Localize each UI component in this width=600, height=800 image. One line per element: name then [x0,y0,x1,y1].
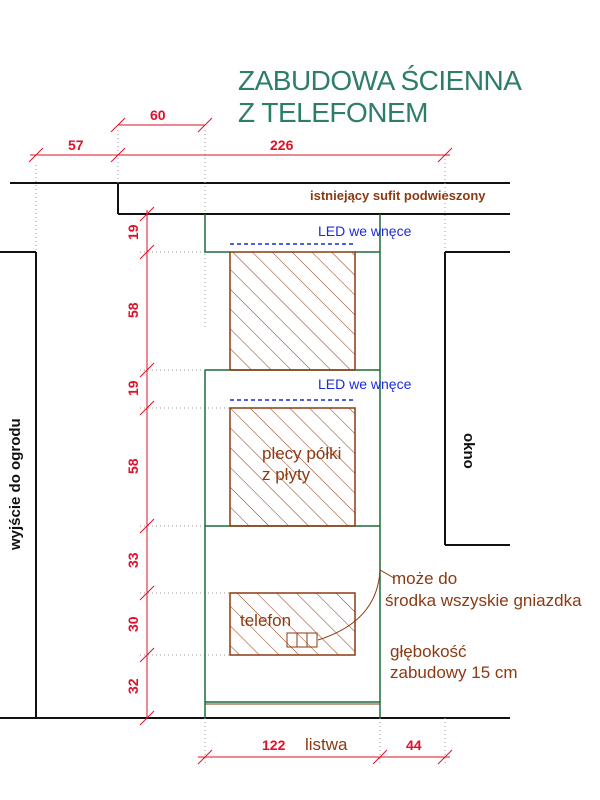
shelf-back-panel-upper [229,251,356,371]
dim-v-19a: 19 [125,224,141,240]
ceiling-label: istniejący sufit podwieszony [310,188,486,203]
bottom-dimension-lines [197,749,453,765]
depth-label-line1: głębokość [390,642,467,661]
ceiling-lines [10,182,510,215]
title-line2: Z TELEFONEM [238,97,428,128]
dim-top-60: 60 [150,107,166,123]
phone-panel [229,592,356,656]
socket-block [286,632,318,648]
sockets-label-line1: może do [392,569,457,588]
sockets-label-line2: środka wszyskie gniazdka [385,591,582,610]
dim-v-33: 33 [125,552,141,568]
window-label: okno [460,433,477,469]
garden-exit-label: wyjście do ogrodu [7,418,24,551]
dim-v-58b: 58 [125,458,141,474]
dim-bottom-122: 122 [262,737,286,753]
shelf-back-label-line2: z płyty [262,465,311,484]
strip-label: listwa [305,735,348,754]
dim-top-226: 226 [270,137,294,153]
top-dimension-lines [28,117,453,163]
door-opening [0,251,37,718]
led-label-lower: LED we wnęce [318,376,412,392]
vertical-dimension-line [139,206,155,726]
dim-top-57: 57 [68,137,84,153]
window-opening [444,251,510,546]
dim-v-32: 32 [125,678,141,694]
sockets-leader-line [317,569,395,641]
dim-v-30: 30 [125,616,141,632]
dim-bottom-44: 44 [406,737,422,753]
depth-label-line2: zabudowy 15 cm [390,663,518,682]
shelf-back-panel-lower [229,407,356,527]
phone-label: telefon [240,611,291,630]
dim-v-19b: 19 [125,380,141,396]
dim-v-58a: 58 [125,302,141,318]
led-label-upper: LED we wnęce [318,223,412,239]
title-line1: ZABUDOWA ŚCIENNA [238,64,522,96]
shelf-back-label-line1: plecy półki [262,444,341,463]
